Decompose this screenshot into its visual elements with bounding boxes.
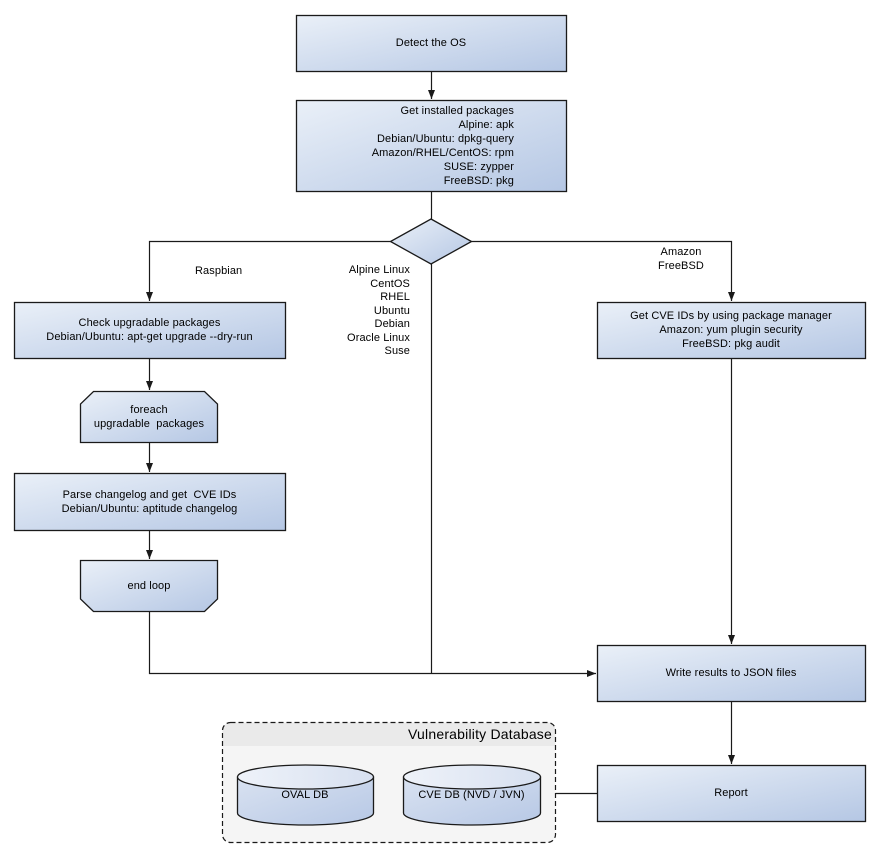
end-loop-shape xyxy=(79,559,219,613)
cve-db-cylinder-top xyxy=(402,764,542,790)
cve-db-cylinder-body xyxy=(402,776,542,826)
oval-db-cylinder-body xyxy=(236,776,375,826)
parse-changelog-label: Parse changelog and get CVE IDs Debian/U… xyxy=(61,488,238,515)
report-label: Report xyxy=(714,787,748,799)
get-cve-ids-box xyxy=(596,301,867,360)
os-list-branch-label: Alpine Linux CentOS RHEL Ubuntu Debian O… xyxy=(347,264,410,357)
report-box xyxy=(596,764,867,823)
check-upgradable-label: Check upgradable packages Debian/Ubuntu:… xyxy=(46,317,253,343)
write-results-box xyxy=(596,644,867,703)
detect-os-label: Detect the OS xyxy=(395,37,467,49)
end-loop-label: end loop xyxy=(127,580,171,592)
get-installed-packages-box xyxy=(295,99,568,193)
edge-decision-to-get-cve-ids xyxy=(471,240,735,301)
parse-changelog-box xyxy=(13,472,287,532)
edge-end-loop-to-write-results xyxy=(148,612,596,677)
get-cve-ids-label: Get CVE IDs by using package manager Ama… xyxy=(630,310,832,350)
vulnerability-db-header-band xyxy=(222,722,556,746)
get-installed-packages-label: Get installed packages Alpine: apk Debia… xyxy=(371,104,514,187)
cve-db-label: CVE DB (NVD / JVN) xyxy=(418,789,525,801)
foreach-loop-label: foreach upgradable packages xyxy=(93,404,205,430)
check-upgradable-box xyxy=(13,301,287,360)
oval-db-label: OVAL DB xyxy=(281,789,329,801)
decision-diamond xyxy=(389,218,473,265)
vulnerability-db-title: Vulnerability Database xyxy=(408,726,552,742)
detect-os-box xyxy=(295,14,568,73)
edge-decision-to-check-upgradable xyxy=(146,240,391,301)
vulnerability-db-container-border xyxy=(221,721,557,844)
foreach-loop-shape xyxy=(79,390,219,444)
oval-db-cylinder-top xyxy=(236,764,375,790)
write-results-label: Write results to JSON files xyxy=(665,667,797,679)
amazon-freebsd-branch-label: Amazon FreeBSD xyxy=(658,246,704,272)
raspbian-branch-label: Raspbian xyxy=(195,265,243,277)
